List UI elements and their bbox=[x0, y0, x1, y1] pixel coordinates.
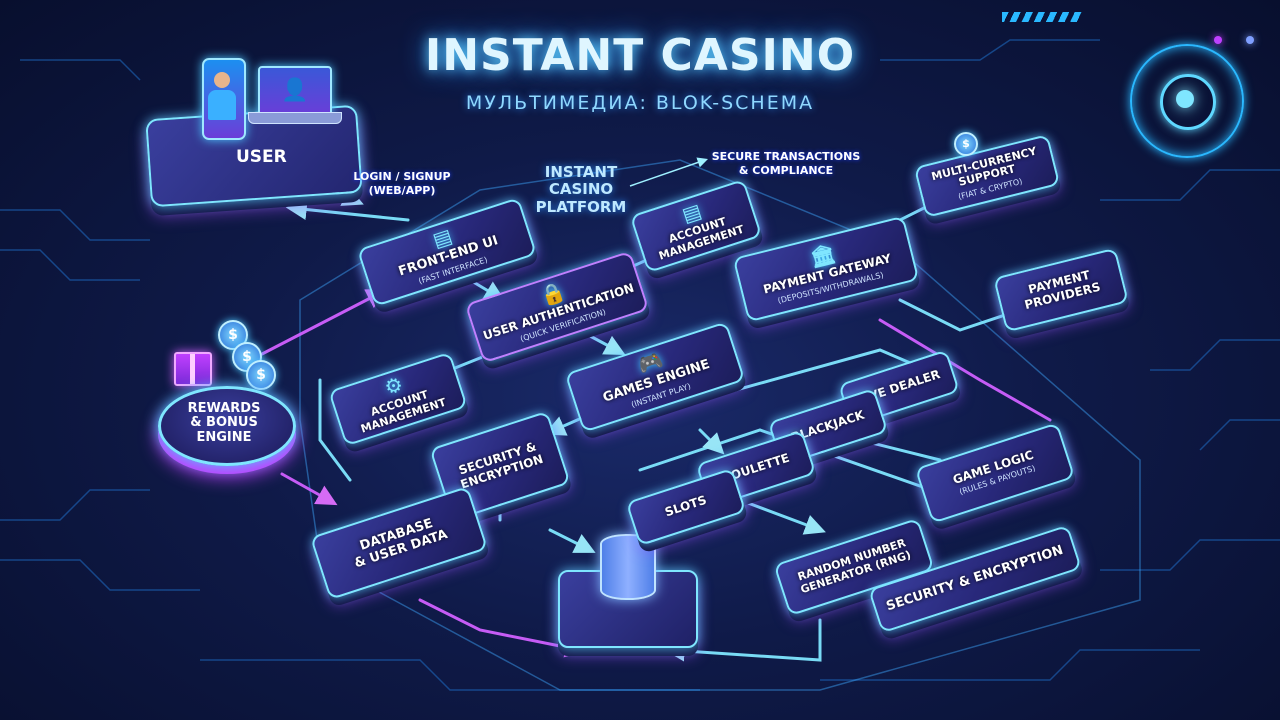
person-body-icon bbox=[208, 90, 236, 120]
person-head-icon bbox=[214, 72, 230, 88]
laptop-icon: 👤 bbox=[258, 66, 332, 116]
user-label: USER bbox=[236, 147, 287, 167]
radar-decoration bbox=[1130, 44, 1244, 158]
radar-ring bbox=[1160, 74, 1216, 130]
gear-user-icon: ⚙ bbox=[381, 371, 406, 400]
laptop-base bbox=[248, 112, 342, 124]
gift-icon bbox=[174, 352, 212, 386]
rewards-bonus-engine-title: REWARDS & BONUS ENGINE bbox=[187, 401, 261, 445]
page-subtitle: МУЛЬТИМЕДИА: BLOK-SCHEMA bbox=[465, 92, 815, 114]
coin-icon: $ bbox=[954, 132, 978, 156]
page-title: INSTANT CASINO bbox=[424, 30, 856, 81]
decorative-dot-blue bbox=[1246, 36, 1254, 44]
secure-transactions-label: SECURE TRANSACTIONS & COMPLIANCE bbox=[711, 150, 861, 178]
platform-label: INSTANT CASINO PLATFORM bbox=[535, 163, 627, 216]
slots-title: SLOTS bbox=[663, 492, 709, 520]
security-encryption-left-title: SECURITY & ENCRYPTION bbox=[457, 439, 545, 492]
database-user-data-title: DATABASE & USER DATA bbox=[352, 516, 450, 572]
login-signup-label: LOGIN / SIGNUP (WEB/APP) bbox=[353, 170, 451, 198]
database-icon bbox=[600, 534, 656, 600]
coin-icon: $ bbox=[246, 360, 276, 390]
payment-providers-title: PAYMENT PROVIDERS bbox=[1023, 268, 1102, 313]
rewards-bonus-engine-node[interactable] bbox=[158, 386, 296, 466]
radar-core bbox=[1176, 90, 1194, 108]
decorative-dot-magenta bbox=[1214, 36, 1222, 44]
decorative-stripes bbox=[1002, 12, 1082, 22]
